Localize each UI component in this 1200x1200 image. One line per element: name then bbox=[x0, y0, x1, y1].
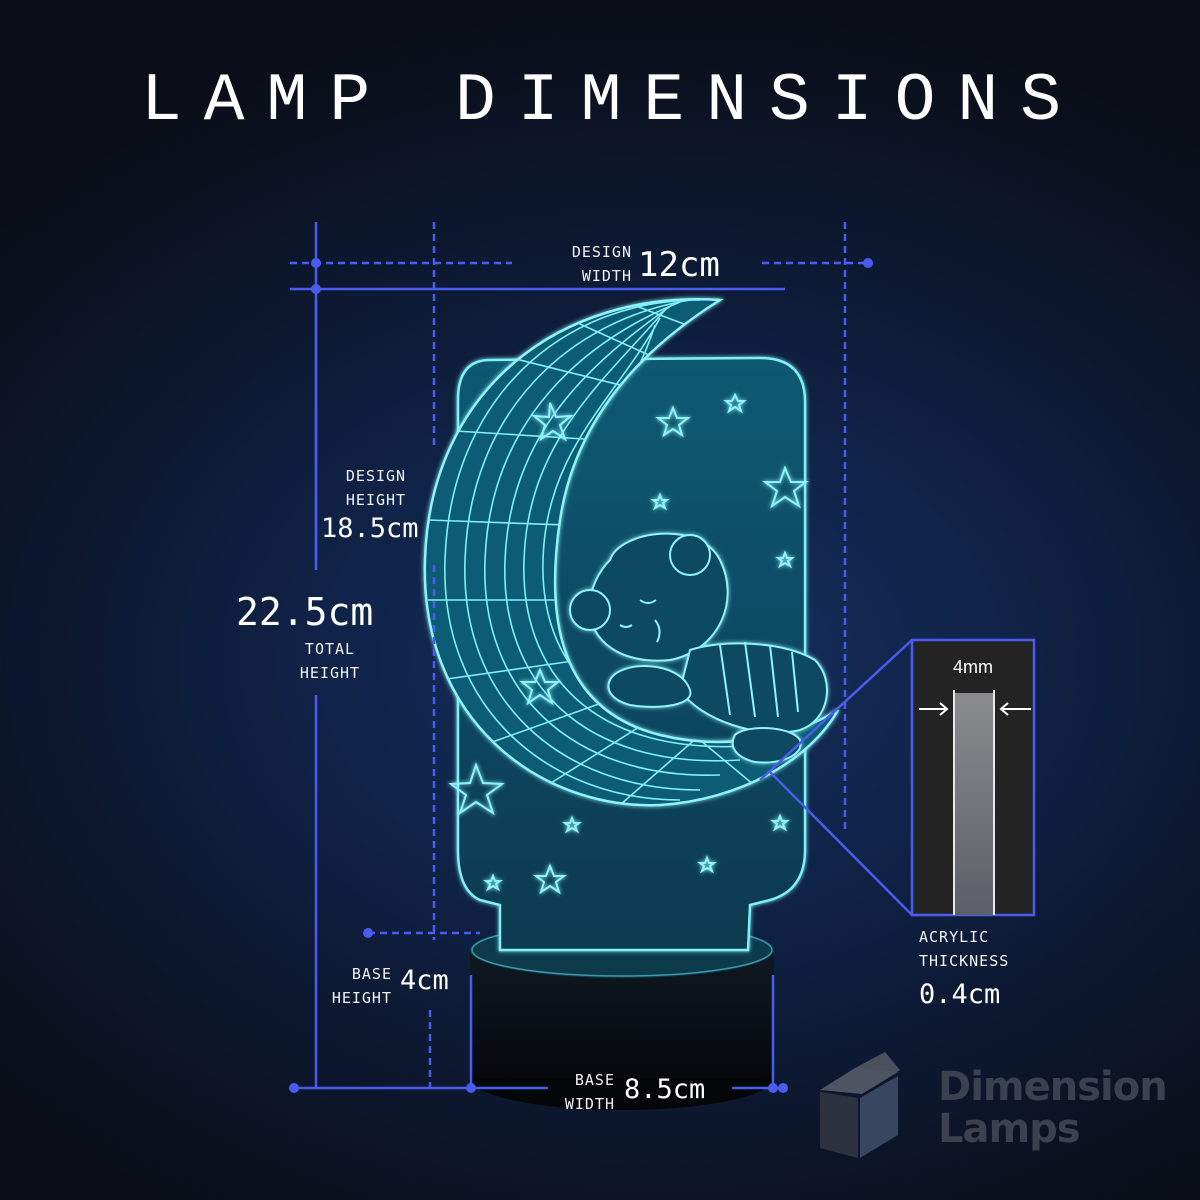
base-width-value: 8.5cm bbox=[624, 1074, 706, 1105]
brand-wordmark: Dimension Lamps bbox=[938, 1064, 1168, 1152]
sleeping-bear bbox=[569, 532, 828, 764]
dimension-lines bbox=[290, 222, 913, 1090]
total-height-value: 22.5cm bbox=[236, 590, 374, 634]
acrylic-thickness-value: 0.4cm bbox=[919, 979, 1001, 1010]
design-width-label: DESIGN WIDTH bbox=[540, 240, 632, 288]
design-width-value: 12cm bbox=[638, 245, 720, 285]
design-height-value: 18.5cm bbox=[321, 513, 419, 544]
total-height-label: TOTAL HEIGHT bbox=[270, 637, 390, 685]
acrylic-thickness-label-line2: THICKNESS bbox=[919, 952, 1010, 970]
brand-line2: Lamps bbox=[938, 1106, 1081, 1152]
design-width-label-line1: DESIGN bbox=[571, 243, 632, 261]
acrylic-thickness-inset bbox=[910, 638, 1036, 917]
total-height-label-line1: TOTAL bbox=[304, 640, 356, 658]
base-height-label-line2: HEIGHT bbox=[331, 989, 392, 1007]
base-height-value: 4cm bbox=[400, 965, 449, 996]
base-width-label-line1: BASE bbox=[574, 1071, 615, 1089]
acrylic-thickness-label: ACRYLIC THICKNESS bbox=[919, 925, 1009, 973]
cube-logo-icon bbox=[820, 1052, 900, 1158]
base-height-label-line1: BASE bbox=[351, 965, 392, 983]
design-height-label: DESIGN HEIGHT bbox=[320, 464, 432, 512]
acrylic-thickness-label-line1: ACRYLIC bbox=[919, 928, 990, 946]
design-height-label-line2: HEIGHT bbox=[345, 491, 407, 509]
brand-line1: Dimension bbox=[938, 1064, 1168, 1110]
base-width-label: BASE WIDTH bbox=[540, 1068, 615, 1116]
design-width-label-line2: WIDTH bbox=[581, 267, 632, 285]
arrow-right-icon bbox=[919, 702, 949, 716]
base-width-label-line2: WIDTH bbox=[564, 1095, 615, 1113]
acrylic-inset-value: 4mm bbox=[953, 657, 993, 677]
design-height-label-line1: DESIGN bbox=[345, 467, 407, 485]
page-title: LAMP DIMENSIONS bbox=[140, 63, 1084, 140]
arrow-left-icon bbox=[999, 702, 1031, 716]
base-height-label: BASE HEIGHT bbox=[310, 962, 392, 1010]
total-height-label-line2: HEIGHT bbox=[299, 664, 361, 682]
dimension-dots bbox=[289, 258, 873, 1093]
stars bbox=[448, 392, 809, 895]
